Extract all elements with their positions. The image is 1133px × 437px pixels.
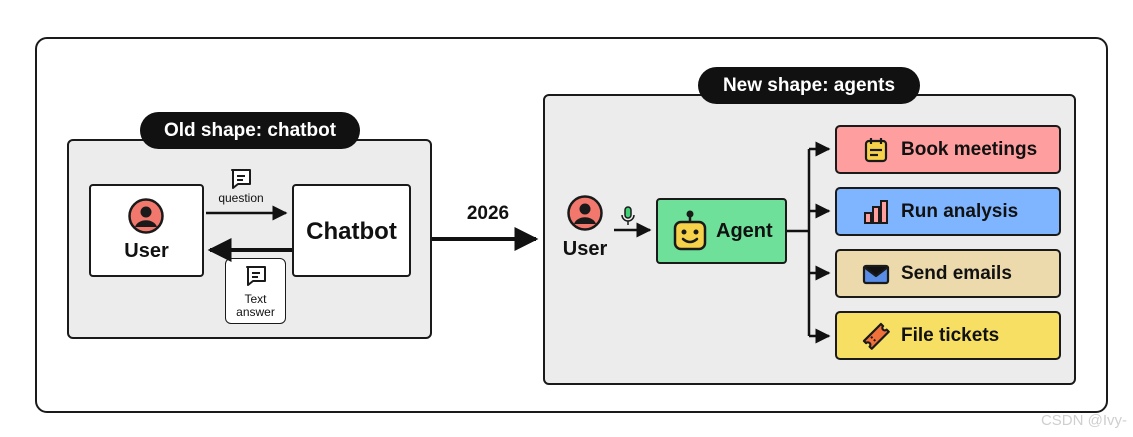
task-send-emails: Send emails bbox=[835, 249, 1061, 298]
robot-icon bbox=[671, 210, 709, 252]
chatbot-label: Chatbot bbox=[306, 218, 397, 245]
calendar-icon bbox=[861, 135, 891, 165]
answer-icon bbox=[244, 264, 268, 288]
task-book-meetings: Book meetings bbox=[835, 125, 1061, 174]
old-shape-title: Old shape: chatbot bbox=[140, 112, 360, 149]
diagram-frame bbox=[35, 37, 1108, 413]
agent-label: Agent bbox=[716, 220, 773, 242]
new-shape-title: New shape: agents bbox=[698, 67, 920, 104]
chatbot-box bbox=[292, 184, 411, 277]
envelope-icon bbox=[861, 259, 891, 289]
task-run-analysis: Run analysis bbox=[835, 187, 1061, 236]
task-label: Book meetings bbox=[901, 138, 1038, 160]
task-label: Run analysis bbox=[901, 200, 1019, 222]
task-label: Send emails bbox=[901, 262, 1012, 284]
user-icon bbox=[128, 198, 164, 234]
year-label: 2026 bbox=[466, 203, 510, 224]
answer-label-line1: Text bbox=[244, 292, 267, 306]
bar-chart-icon bbox=[861, 197, 891, 227]
old-user-label: User bbox=[124, 240, 169, 262]
task-file-tickets: File tickets bbox=[835, 311, 1061, 360]
task-label: File tickets bbox=[901, 324, 1000, 346]
question-icon bbox=[229, 167, 253, 191]
microphone-icon bbox=[619, 206, 637, 226]
ticket-icon bbox=[861, 321, 891, 351]
user-icon bbox=[567, 195, 603, 231]
new-user-label: User bbox=[562, 238, 608, 260]
watermark: CSDN @Ivy- bbox=[1040, 412, 1127, 429]
question-label: question bbox=[218, 191, 264, 205]
answer-label-line2: answer bbox=[236, 305, 275, 319]
